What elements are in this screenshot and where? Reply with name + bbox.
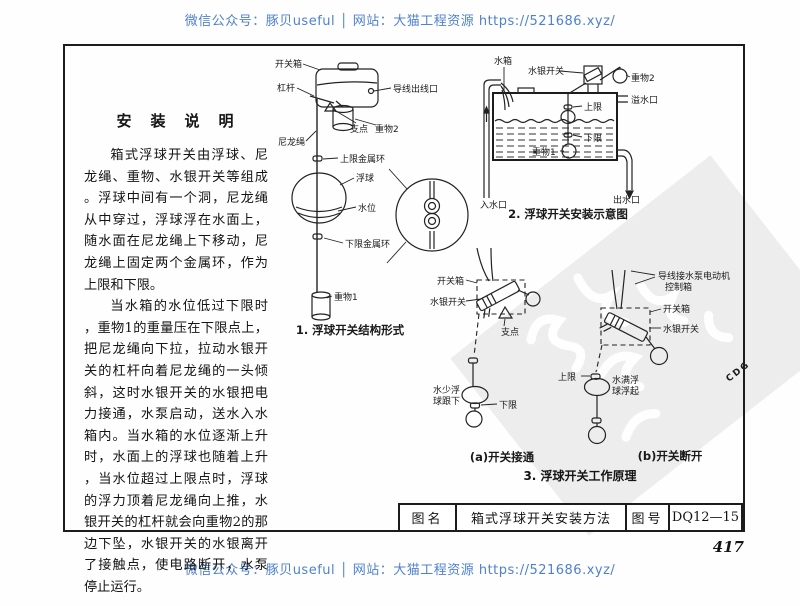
switch-box-dashed-outline xyxy=(600,307,651,346)
wires-drawing xyxy=(476,247,494,282)
tank-drawing xyxy=(492,87,618,161)
label-fulcrum: 支点 xyxy=(350,123,368,135)
page-number: 417 xyxy=(712,538,744,556)
label-water-tank: 水箱 xyxy=(494,55,512,67)
mercury-switch-tilted-drawing xyxy=(599,312,649,342)
figure3b-caption: (b)开关断开 xyxy=(638,449,703,463)
switch-assembly-drawing xyxy=(567,65,628,95)
water-drawing xyxy=(494,118,615,158)
title-block-number-value: DQ12—15 xyxy=(668,505,741,530)
figure3b-leader-lines xyxy=(581,270,662,377)
drawing-title-block: 图名 箱式浮球开关安装方法 图号 DQ12—15 xyxy=(398,503,743,532)
label-mercury-switch: 水银开关 xyxy=(430,296,466,308)
watermark-brush-strokes xyxy=(526,273,734,442)
figure3-caption: 3. 浮球开关工作原理 xyxy=(523,469,637,483)
switch-box-drawing xyxy=(315,62,379,108)
rope-float-in-tank-drawing xyxy=(560,94,577,159)
header-watermark-text: 微信公众号：豚贝useful │ 网站：大猫工程资源 https://52168… xyxy=(184,14,616,29)
label-float-state-line2: 球浮起 xyxy=(612,385,639,397)
title-block-number-label: 图号 xyxy=(625,505,668,530)
label-outlet: 出水口 xyxy=(613,194,640,206)
figure3a-caption: (a)开关接通 xyxy=(470,450,535,464)
rope-float-drawing xyxy=(461,313,489,428)
label-float-state-line2: 球跟下 xyxy=(433,395,460,407)
label-switch-box: 开关箱 xyxy=(275,58,302,70)
label-lower-ring: 下限金属环 xyxy=(345,238,390,250)
label-upper-ring: 上限金属环 xyxy=(340,153,385,165)
title-block-name-value: 箱式浮球开关安装方法 xyxy=(455,505,625,530)
label-fulcrum: 支点 xyxy=(501,326,519,338)
footer-watermark-text: 微信公众号：豚贝useful │ 网站：大猫工程资源 https://52168… xyxy=(184,563,616,578)
label-wires-line1: 导线接水泵电动机 xyxy=(658,270,730,282)
weight2-ball-drawing xyxy=(517,289,541,307)
label-overflow: 溢水口 xyxy=(631,94,658,106)
figure1-structure-diagram: 开关箱 杠杆 导线出线口 尼龙绳 支点 重物2 上限金属环 浮球 水位 下限金属… xyxy=(275,58,469,337)
label-weight1: 重物1 xyxy=(532,146,556,158)
label-nylon-rope: 尼龙绳 xyxy=(278,136,305,148)
ring-detail-circle-drawing xyxy=(386,168,469,264)
rope-float-drawing xyxy=(583,344,611,445)
installation-instructions: 安 装 说 明 箱式浮球开关由浮球、尼龙绳、重物、水银开关等组成。浮球中间有一个… xyxy=(84,110,268,598)
figure1-caption: 1. 浮球开关结构形式 xyxy=(296,323,405,337)
instructions-paragraph-1: 箱式浮球开关由浮球、尼龙绳、重物、水银开关等组成。浮球中间有一个洞，尼龙绳从中穿… xyxy=(84,148,268,293)
instructions-paragraph-2: 当水箱的水位低过下限时，重物1的重量压在下限点上，把尼龙绳向下拉，拉动水银开关的… xyxy=(84,299,268,595)
label-wire-outlet: 导线出线口 xyxy=(393,83,438,95)
label-weight1: 重物1 xyxy=(334,291,358,303)
overflow-stub-drawing xyxy=(617,95,628,103)
label-switch-box: 开关箱 xyxy=(663,303,690,315)
label-switch-box: 开关箱 xyxy=(437,275,464,287)
title-block-name-label: 图名 xyxy=(411,512,444,527)
lever-and-fulcrum-drawing xyxy=(309,95,338,112)
weight2-cylinder-drawing xyxy=(332,100,354,132)
label-inlet: 入水口 xyxy=(480,199,507,211)
outlet-pipe-drawing xyxy=(617,149,634,200)
label-mercury-switch: 水银开关 xyxy=(528,65,564,77)
rope-and-float-drawing xyxy=(291,99,347,321)
label-lower-limit: 下限 xyxy=(584,133,602,144)
inlet-pipe-drawing xyxy=(483,79,514,198)
label-weight2: 重物2 xyxy=(631,72,655,84)
label-float-state-line1: 水少浮 xyxy=(433,384,460,396)
figure2-leader-lines xyxy=(503,67,631,152)
label-wires-line2: 控制箱 xyxy=(665,281,692,293)
figure2-caption: 2. 浮球开关安装示意图 xyxy=(508,207,628,221)
figure3a-switch-on-diagram: 开关箱 水银开关 支点 水少浮 球跟下 下限 (a)开关接通 xyxy=(430,247,541,464)
label-weight2: 重物2 xyxy=(375,123,399,135)
figure1-leader-lines xyxy=(296,63,392,299)
figure3a-leader-lines xyxy=(465,279,506,406)
weight2-ball-drawing xyxy=(645,336,669,366)
figure2-installation-diagram: 水箱 水银开关 重物2 上限 溢水口 下限 重物1 入水口 出水口 2. 浮球开… xyxy=(480,55,658,221)
label-mercury-switch: 水银开关 xyxy=(663,323,699,335)
fulcrum-triangle xyxy=(497,305,514,319)
wires-drawing xyxy=(611,269,626,310)
label-lever: 杠杆 xyxy=(277,82,295,94)
label-upper-limit: 上限 xyxy=(558,372,576,383)
mercury-switch-tilted-drawing xyxy=(476,280,520,319)
figure3b-switch-off-diagram: 导线接水泵电动机 控制箱 开关箱 水银开关 上限 水满浮 球浮起 (b)开关断开 xyxy=(558,269,730,463)
label-float-ball: 浮球 xyxy=(356,172,374,184)
label-lower-limit: 下限 xyxy=(499,400,517,411)
label-water-level: 水位 xyxy=(358,202,376,214)
label-float-state-line1: 水满浮 xyxy=(612,374,639,386)
instructions-title: 安 装 说 明 xyxy=(116,112,236,130)
label-upper-limit: 上限 xyxy=(584,102,602,113)
